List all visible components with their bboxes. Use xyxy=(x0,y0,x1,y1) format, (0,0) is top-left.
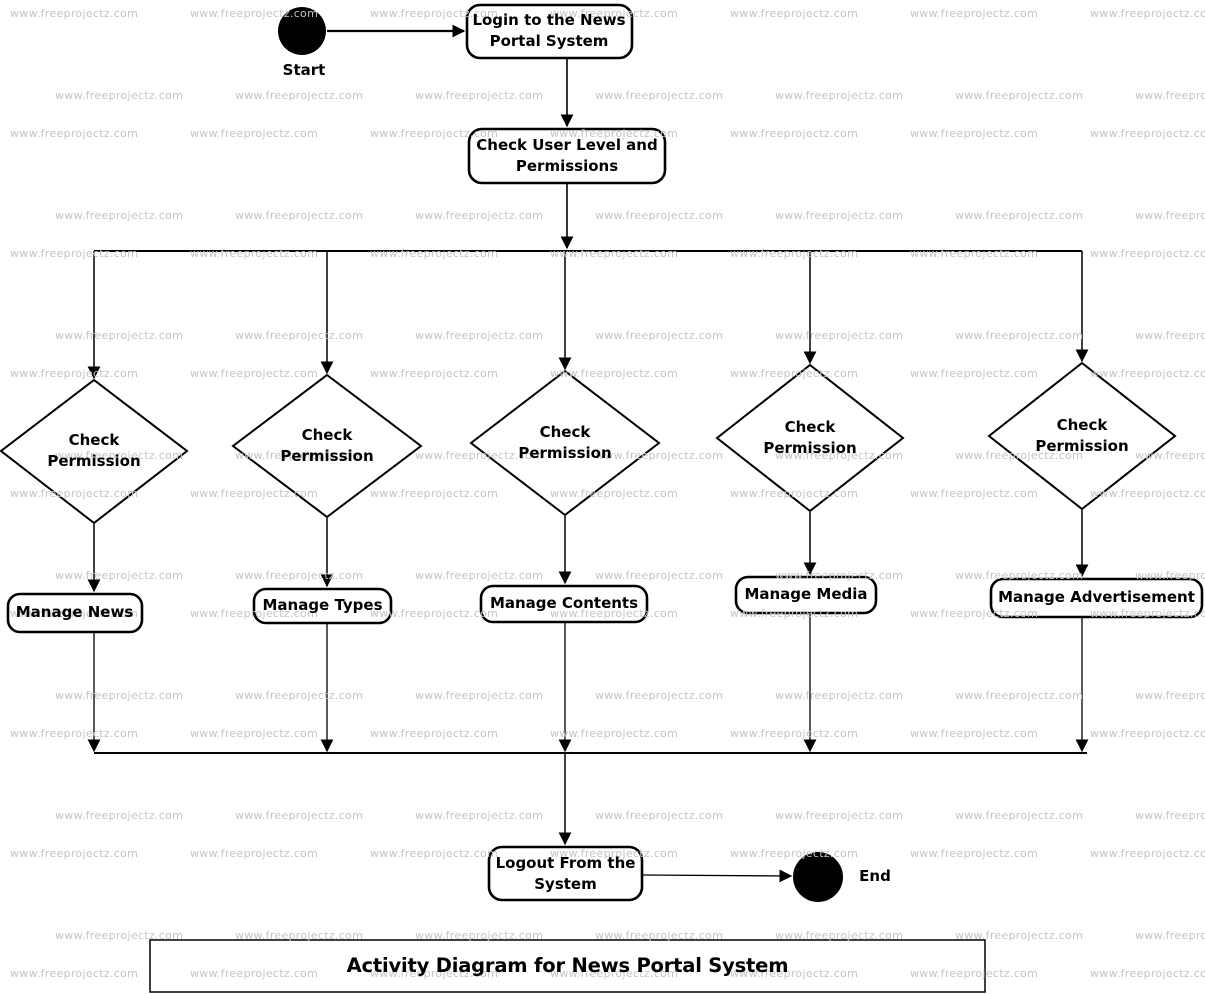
activity-manage-advertisement-box xyxy=(989,577,1204,619)
edge-logout-to-end xyxy=(641,869,793,883)
diagram-title-box xyxy=(149,939,986,993)
activity-manage-media-box xyxy=(734,575,878,615)
activity-logout-box xyxy=(487,845,644,902)
decision-check-permission-5 xyxy=(987,361,1177,511)
end-node xyxy=(793,852,843,902)
activity-manage-news-box xyxy=(6,592,144,634)
activity-check-user-level-box xyxy=(467,127,667,185)
decision-check-permission-3 xyxy=(469,369,661,517)
activity-manage-types-box xyxy=(252,587,393,625)
start-node xyxy=(278,7,326,55)
activity-manage-contents-box xyxy=(479,584,649,624)
activity-login-box xyxy=(465,3,634,60)
decision-check-permission-1 xyxy=(0,378,189,525)
decision-check-permission-4 xyxy=(715,363,905,513)
decision-check-permission-2 xyxy=(231,373,423,519)
